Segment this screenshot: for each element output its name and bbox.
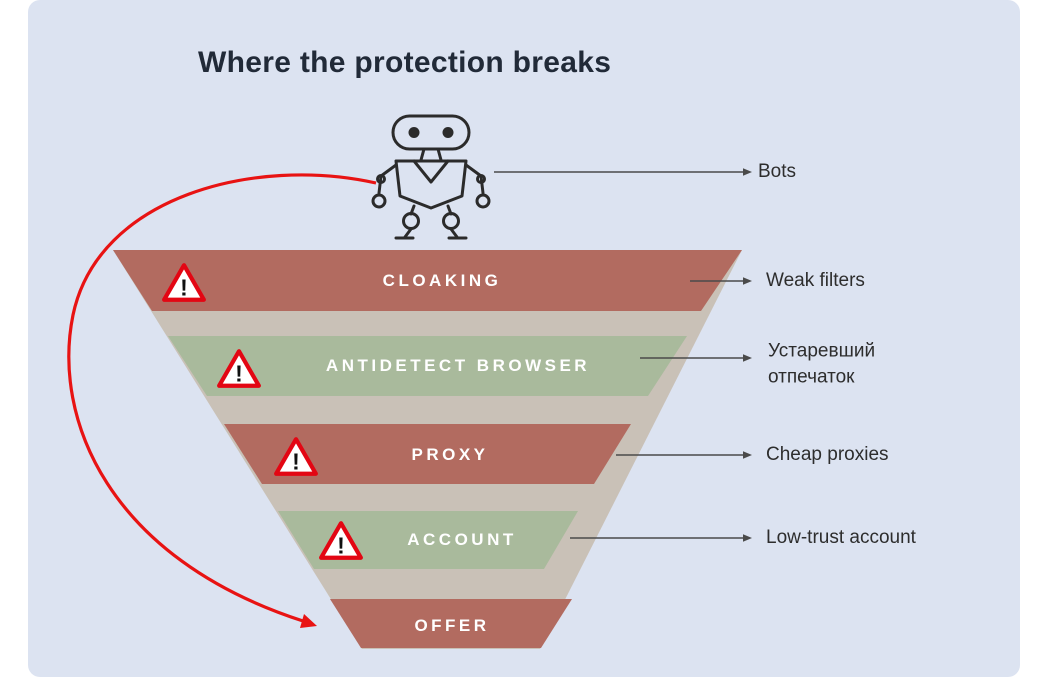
bypass-arrow: [67, 173, 377, 623]
svg-text:!: !: [292, 449, 300, 475]
funnel-layer-offer: [330, 599, 572, 648]
funnel-layer-proxy: [224, 424, 631, 484]
page-title: Where the protection breaks: [198, 46, 612, 79]
annotation-weak-filters: Weak filters: [766, 270, 865, 291]
warning-icon: !: [161, 262, 207, 304]
svg-text:!: !: [180, 275, 188, 301]
bypass-arrowhead: [300, 614, 317, 628]
svg-text:!: !: [337, 533, 345, 559]
funnel-label-proxy: PROXY: [411, 445, 489, 464]
funnel-label-account: ACCOUNT: [407, 530, 517, 549]
funnel-label-antidetect-browser: ANTIDETECT BROWSER: [325, 356, 591, 375]
annotation-line-arrowheads: [743, 168, 752, 542]
warning-icon: !: [216, 348, 262, 390]
funnel-layer-antidetect-browser: [168, 336, 687, 396]
warning-icon: !: [273, 436, 319, 478]
annotation-cheap-proxies: Cheap proxies: [766, 444, 889, 465]
robot-icon: [371, 114, 491, 240]
annotation-low-trust-account: Low-trust account: [766, 527, 916, 548]
funnel-layer-cloaking: [113, 250, 742, 311]
warning-icon: !: [318, 520, 364, 562]
svg-text:!: !: [235, 361, 243, 387]
funnel-label-offer: OFFER: [414, 616, 490, 635]
annotation-bots: Bots: [758, 161, 797, 182]
annotation-outdated-fingerprint: Устаревший отпечаток: [768, 340, 876, 387]
funnel-label-cloaking: CLOAKING: [382, 271, 502, 290]
annotation-lines: [494, 171, 744, 539]
